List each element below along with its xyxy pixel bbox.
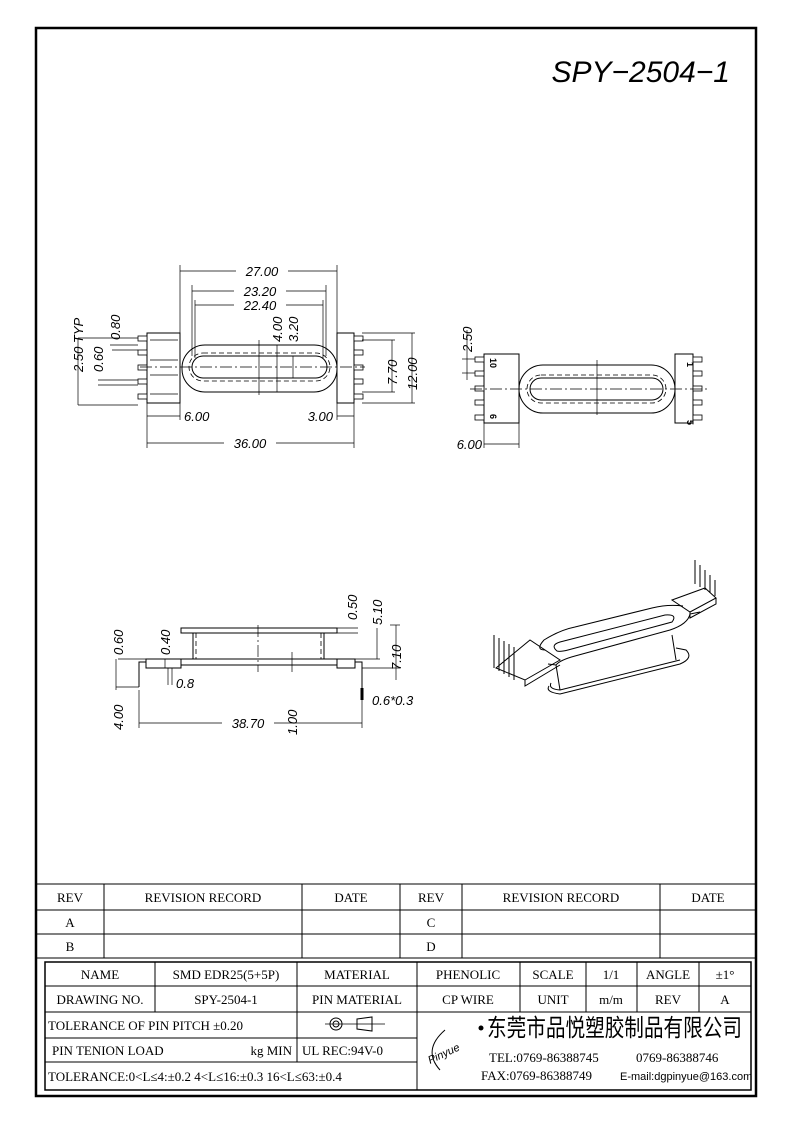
pin-numbering-view: 10 6 1 5 2.50 6.00 <box>457 326 708 452</box>
pin-material-value: CP WIRE <box>442 992 494 1007</box>
left-pins <box>137 335 148 400</box>
dim-0-60: 0.60 <box>91 346 106 372</box>
dim-12-00: 12.00 <box>405 357 420 390</box>
dim-3-20: 3.20 <box>286 316 301 342</box>
side-view: 0.60 0.40 0.50 5.10 7.10 0.8 1.00 0.6*0.… <box>111 594 414 735</box>
dim-4-00: 4.00 <box>270 316 285 342</box>
title-block: NAME SMD EDR25(5+5P) MATERIAL PHENOLIC S… <box>44 961 752 1091</box>
general-tolerance: TOLERANCE:0<L≤4:±0.2 4<L≤16:±0.3 16<L≤63… <box>48 1069 342 1084</box>
angle-label: ANGLE <box>646 967 690 982</box>
pin-label-1: 1 <box>685 362 695 367</box>
angle-value: ±1° <box>716 967 735 982</box>
telephone: TEL:0769-86388745 <box>489 1050 599 1065</box>
dim-0-50: 0.50 <box>345 594 360 620</box>
name-value: SMD EDR25(5+5P) <box>173 967 280 982</box>
fax: FAX:0769-86388749 <box>481 1068 592 1083</box>
pin-pitch-tolerance: TOLERANCE OF PIN PITCH ±0.20 <box>48 1018 243 1033</box>
drawing-no-value: SPY-2504-1 <box>194 992 258 1007</box>
dim-7-70: 7.70 <box>385 359 400 385</box>
date-header-2: DATE <box>691 890 724 905</box>
dim-6-00: 6.00 <box>184 409 210 424</box>
rev-header: REV <box>57 890 84 905</box>
pin-tension-label: PIN TENION LOAD <box>52 1043 164 1058</box>
dim-2-50: 2.50 <box>460 326 475 353</box>
pin-label-5: 5 <box>685 420 695 425</box>
rev-d: D <box>426 939 435 954</box>
dim-6-00-b: 6.00 <box>457 437 483 452</box>
right-pins <box>353 335 364 400</box>
dim-23-20: 23.20 <box>243 284 277 299</box>
unit-value: m/m <box>599 992 623 1007</box>
revision-record-header-2: REVISION RECORD <box>503 890 620 905</box>
date-header: DATE <box>334 890 367 905</box>
dim-0-8: 0.8 <box>176 676 195 691</box>
isometric-view <box>493 560 717 695</box>
rev-label: REV <box>655 992 682 1007</box>
pin-label-10: 10 <box>488 358 498 368</box>
sheet-border <box>34 26 758 1098</box>
bobbin-oval <box>181 344 338 393</box>
dim-5-10: 5.10 <box>370 599 385 625</box>
rev-c: C <box>427 915 436 930</box>
name-label: NAME <box>81 967 119 982</box>
scale-label: SCALE <box>532 967 573 982</box>
dim-0-6x0-3: 0.6*0.3 <box>372 693 414 708</box>
revision-record-header: REVISION RECORD <box>145 890 262 905</box>
dim-7-10: 7.10 <box>389 644 404 670</box>
drawing-no-label: DRAWING NO. <box>56 992 143 1007</box>
dim-38-70: 38.70 <box>232 716 265 731</box>
pin-material-label: PIN MATERIAL <box>312 992 402 1007</box>
ul-rec: UL REC:94V-0 <box>302 1043 383 1058</box>
unit-label: UNIT <box>537 992 568 1007</box>
right-pin-block <box>336 332 355 404</box>
dim-1-00: 1.00 <box>285 709 300 735</box>
material-value: PHENOLIC <box>436 967 500 982</box>
dim-3-00: 3.00 <box>308 409 334 424</box>
telephone-2: 0769-86388746 <box>636 1050 719 1065</box>
dim-0-40: 0.40 <box>158 629 173 655</box>
dim-36-00: 36.00 <box>234 436 267 451</box>
projection-symbol-icon <box>325 1016 385 1032</box>
top-view: 27.00 23.20 22.40 4.00 3.20 2.50 TYP 0.6… <box>71 262 420 451</box>
material-label: MATERIAL <box>324 967 390 982</box>
revision-table: REV REVISION RECORD DATE REV REVISION RE… <box>35 883 757 959</box>
dim-4-00-side: 4.00 <box>111 704 126 730</box>
left-pin-block <box>146 332 181 404</box>
email: E-mail:dgpinyue@163.com <box>620 1071 752 1083</box>
dim-22-40: 22.40 <box>243 298 277 313</box>
company-logo: Pinyue <box>426 1025 484 1071</box>
drawing-title: SPY−2504−1 <box>552 56 731 89</box>
pin-label-6: 6 <box>488 414 498 419</box>
dim-0-60-side: 0.60 <box>111 629 126 655</box>
rev-value: A <box>720 992 730 1007</box>
company-name: 东莞市品悦塑胶制品有限公司 <box>487 1015 742 1042</box>
dim-0-80: 0.80 <box>108 314 123 340</box>
rev-b: B <box>66 939 75 954</box>
dim-2-50-typ: 2.50 TYP <box>71 317 86 373</box>
scale-value: 1/1 <box>603 967 620 982</box>
pin-tension-unit: kg MIN <box>250 1043 292 1058</box>
logo-text: Pinyue <box>426 1042 462 1067</box>
dim-27: 27.00 <box>245 264 279 279</box>
rev-a: A <box>65 915 75 930</box>
rev-header-2: REV <box>418 890 445 905</box>
